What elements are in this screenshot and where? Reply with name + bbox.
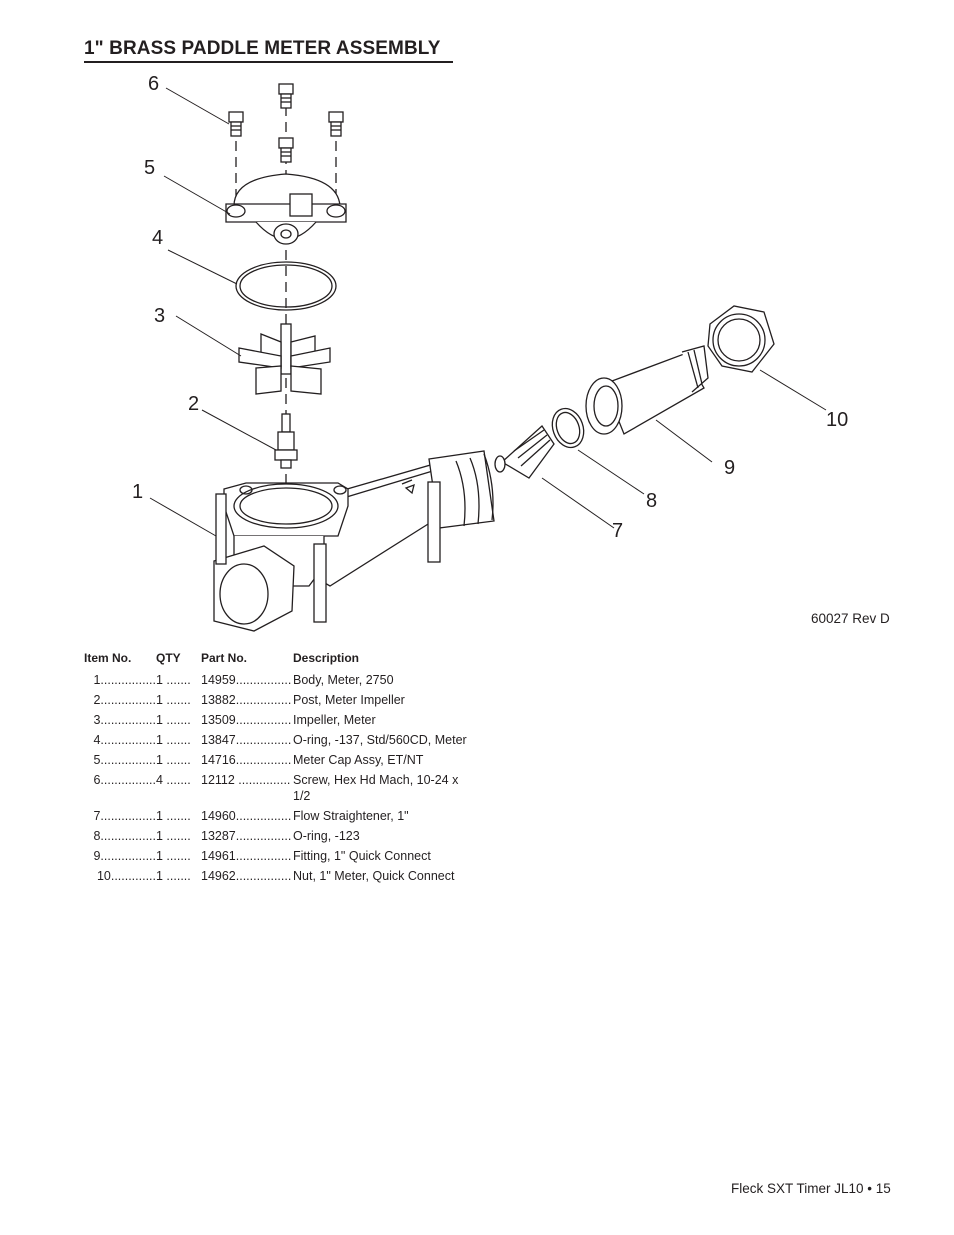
cell-part: 12112 ............... [201,773,291,787]
o-ring-137-part [235,261,337,311]
exploded-assembly-drawing: 6 5 4 3 2 1 7 8 9 10 [84,66,904,646]
cell-qty: 1 ....... [156,733,191,747]
callout-4: 4 [152,227,163,249]
table-row: 1................ 1 ....... 14959.......… [84,670,473,690]
header-qty: QTY [156,651,181,665]
callout-10: 10 [826,409,848,431]
table-row: 10............. 1 ....... 14962.........… [84,866,473,886]
callout-3: 3 [154,305,165,327]
cell-item: 1................ [93,673,156,687]
cell-item: 9................ [93,849,156,863]
header-description: Description [293,651,360,665]
cell-part: 13882................ [201,693,292,707]
screw-part [278,137,294,163]
table-header-row: Item No. QTY Part No. Description [84,648,473,670]
callout-9: 9 [724,457,735,479]
table-row: 6................ 4 ....... 12112 ......… [84,770,473,806]
o-ring-123-part [551,407,585,449]
table-row: 9................ 1 ....... 14961.......… [84,846,473,866]
cell-item: 7................ [93,809,156,823]
cell-qty: 1 ....... [156,673,191,687]
impeller-part [238,323,331,395]
cell-qty: 1 ....... [156,713,191,727]
header-part-no: Part No. [201,651,248,665]
cell-item: 2................ [93,693,156,707]
page-footer: Fleck SXT Timer JL10 • 15 [731,1181,891,1196]
table-row: 7................ 1 ....... 14960.......… [84,806,473,826]
callout-8: 8 [646,490,657,512]
meter-body-part [213,450,495,632]
cell-qty: 1 ....... [156,849,191,863]
cell-desc: Impeller, Meter [293,713,376,727]
callout-6: 6 [148,73,159,95]
cell-qty: 1 ....... [156,829,191,843]
cell-item: 10............. [96,869,156,883]
assembly-illustration: 6 5 4 3 2 1 7 8 9 10 [132,73,848,632]
table-row: 2................ 1 ....... 13882.......… [84,690,473,710]
cell-desc: Screw, Hex Hd Mach, 10-24 x 1/2 [293,773,459,803]
cell-qty: 4 ....... [156,773,191,787]
cell-desc: Body, Meter, 2750 [293,673,394,687]
callout-leaders [149,87,827,537]
cell-part: 13509................ [201,713,292,727]
cell-part: 14960................ [201,809,292,823]
cell-part: 13287................ [201,829,292,843]
screw-part [278,83,294,109]
cell-part: 13847................ [201,733,292,747]
flow-straightener-part [494,425,555,479]
cell-part: 14959................ [201,673,292,687]
screw-part [328,111,344,137]
cell-qty: 1 ....... [156,753,191,767]
cell-item: 5................ [93,753,156,767]
table-row: 4................ 1 ....... 13847.......… [84,730,473,750]
cell-desc: Post, Meter Impeller [293,693,405,707]
cell-desc: Meter Cap Assy, ET/NT [293,753,424,767]
cell-part: 14961................ [201,849,292,863]
cell-desc: Flow Straightener, 1" [293,809,409,823]
table-row: 5................ 1 ....... 14716.......… [84,750,473,770]
cell-part: 14962................ [201,869,292,883]
cell-qty: 1 ....... [156,869,191,883]
drawing-revision: 60027 Rev D [811,611,890,626]
cell-item: 4................ [93,733,156,747]
cell-qty: 1 ....... [156,809,191,823]
screw-part [228,111,244,137]
callout-2: 2 [188,393,199,415]
parts-list-table: Item No. QTY Part No. Description 1.....… [84,648,473,886]
meter-nut-part [707,305,775,373]
header-item-no: Item No. [84,651,132,665]
meter-cap-part [225,173,347,245]
cell-item: 8................ [93,829,156,843]
cell-desc: O-ring, -137, Std/560CD, Meter [293,733,467,747]
callout-7: 7 [612,520,623,542]
cell-desc: Fitting, 1" Quick Connect [293,849,431,863]
table-row: 8................ 1 ....... 13287.......… [84,826,473,846]
callout-5: 5 [144,157,155,179]
quick-connect-fitting-part [585,345,709,435]
impeller-post-part [274,413,298,469]
cell-part: 14716................ [201,753,292,767]
cell-item: 6................ [93,773,156,787]
cell-qty: 1 ....... [156,693,191,707]
table-row: 3................ 1 ....... 13509.......… [84,710,473,730]
callout-1: 1 [132,481,143,503]
page-title: 1" BRASS PADDLE METER ASSEMBLY [84,37,453,63]
cell-desc: Nut, 1" Meter, Quick Connect [293,869,455,883]
cell-desc: O-ring, -123 [293,829,360,843]
cell-item: 3................ [93,713,156,727]
